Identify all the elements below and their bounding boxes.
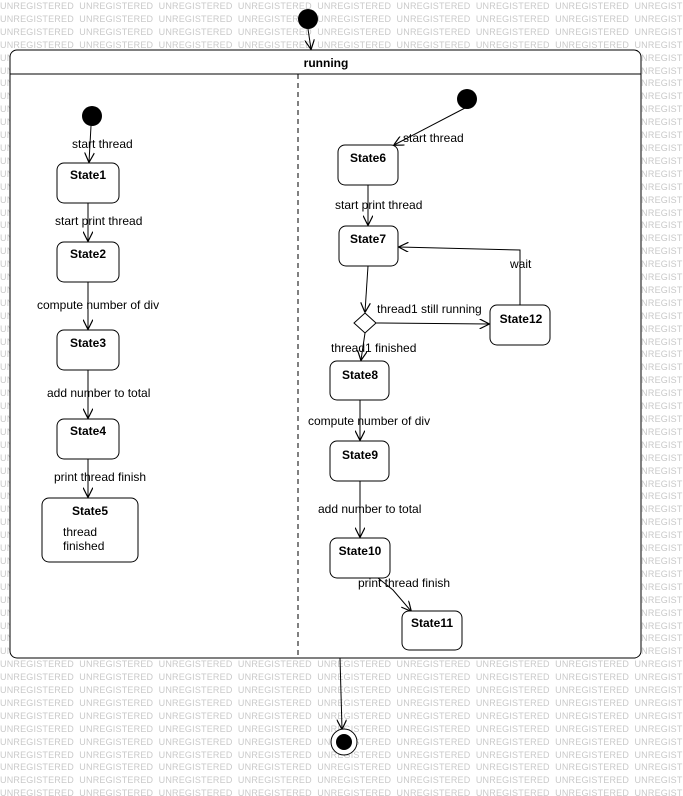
still-running-label: thread1 still running: [377, 302, 482, 316]
running-title: running: [304, 56, 349, 70]
svg-text:State10: State10: [339, 544, 382, 558]
state10[interactable]: State10: [329, 537, 391, 579]
final-state[interactable]: [330, 728, 358, 756]
exit-to-final-transition[interactable]: [340, 657, 342, 729]
left-initial-state[interactable]: [82, 106, 102, 126]
state9[interactable]: State9: [329, 440, 390, 482]
svg-text:State5: State5: [72, 504, 108, 518]
thread1-finished-transition[interactable]: [361, 332, 365, 360]
state2[interactable]: State2: [56, 241, 120, 283]
outer-initial-transition[interactable]: [308, 28, 311, 49]
state7[interactable]: State7: [338, 225, 399, 267]
state3[interactable]: State3: [56, 329, 120, 371]
state6[interactable]: State6: [337, 144, 399, 186]
state7-to-choice-transition[interactable]: [365, 265, 368, 312]
svg-text:State4: State4: [70, 424, 106, 438]
compute-div-label-left: compute number of div: [37, 298, 159, 312]
left-start-thread-transition[interactable]: [89, 125, 91, 162]
start-print-thread-label-right: start print thread: [335, 198, 422, 212]
print-finish-transition-right[interactable]: [377, 577, 411, 611]
svg-text:State6: State6: [350, 151, 386, 165]
wait-transition[interactable]: [399, 247, 521, 305]
svg-text:State12: State12: [500, 312, 543, 326]
svg-text:State9: State9: [342, 448, 378, 462]
svg-text:State8: State8: [342, 368, 378, 382]
compute-div-label-right: compute number of div: [308, 414, 430, 428]
right-start-thread-label: start thread: [403, 131, 464, 145]
svg-text:State7: State7: [350, 232, 386, 246]
state1[interactable]: State1: [56, 162, 120, 204]
svg-text:State11: State11: [411, 616, 453, 630]
state8[interactable]: State8: [329, 360, 390, 401]
svg-text:State3: State3: [70, 336, 106, 350]
state5-note-line1: thread: [63, 525, 97, 539]
start-print-thread-label-left: start print thread: [55, 214, 142, 228]
wait-label: wait: [509, 257, 532, 271]
running-composite-state[interactable]: running: [9, 49, 642, 659]
right-start-thread-transition[interactable]: [394, 107, 466, 145]
add-total-label-right: add number to total: [318, 502, 421, 516]
still-running-transition[interactable]: [375, 323, 489, 324]
state4[interactable]: State4: [56, 418, 120, 460]
print-finish-label-right: print thread finish: [358, 576, 450, 590]
print-finish-label-left: print thread finish: [54, 470, 146, 484]
right-initial-state[interactable]: [457, 89, 477, 109]
state12[interactable]: State12: [489, 304, 551, 346]
outer-initial-state[interactable]: [298, 9, 318, 29]
state5-note-line2: finished: [63, 539, 104, 553]
svg-text:State1: State1: [70, 168, 106, 182]
thread1-finished-label: thread1 finished: [331, 341, 416, 355]
state11[interactable]: State11: [401, 610, 463, 651]
left-start-thread-label: start thread: [72, 137, 133, 151]
state5[interactable]: State5 thread finished: [41, 497, 139, 563]
svg-text:State2: State2: [70, 247, 106, 261]
add-total-label-left: add number to total: [47, 386, 150, 400]
